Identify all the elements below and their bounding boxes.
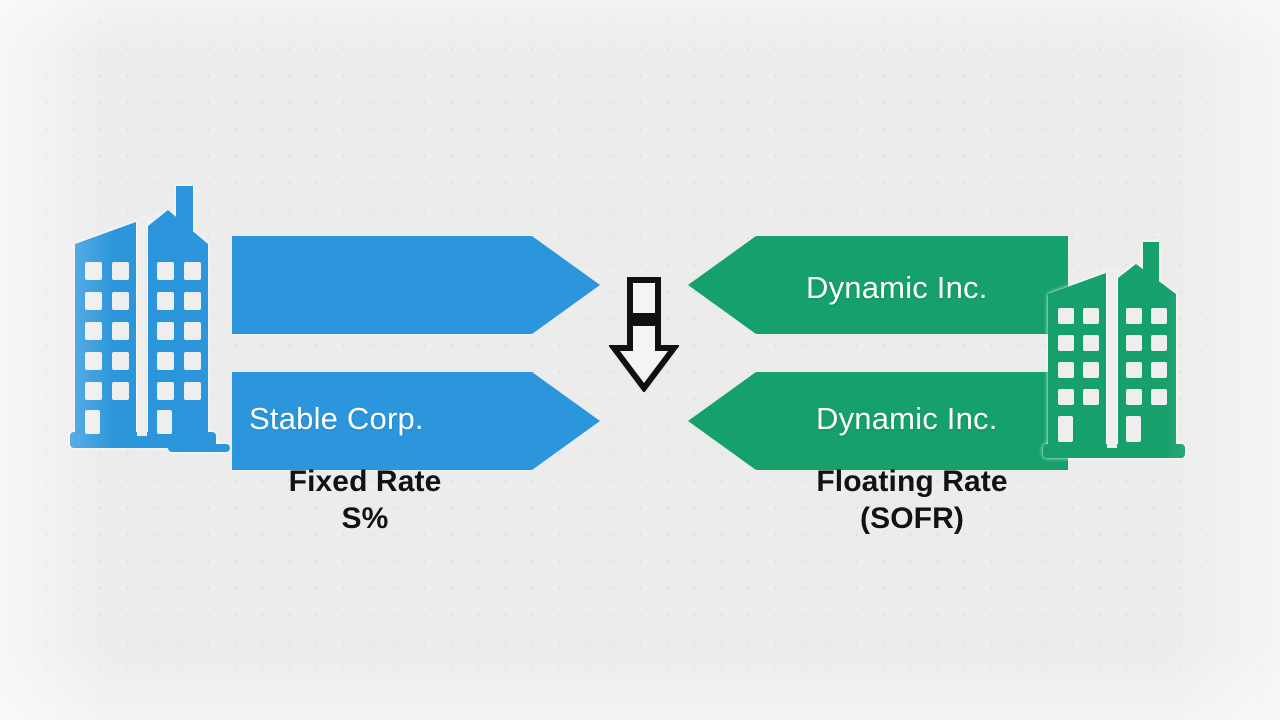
- office-building-icon-left: [70, 186, 230, 452]
- right-party-rate-caption: Floating Rate (SOFR): [772, 464, 1052, 537]
- arrow-shape-blue-top: [232, 236, 600, 334]
- office-building-icon-right: [1043, 242, 1185, 458]
- down-arrow-icon: [609, 277, 679, 392]
- arrow-left-to-right-top: [232, 236, 600, 334]
- left-party-rate-caption: Fixed Rate S%: [225, 464, 505, 537]
- right-caption-line-2: (SOFR): [860, 501, 964, 535]
- right-caption-line-1: Floating Rate: [816, 465, 1008, 498]
- right-party-name-label-top: Dynamic Inc.: [806, 270, 988, 305]
- down-arrow-outline: [609, 277, 679, 392]
- left-caption-line-2: S%: [341, 501, 389, 535]
- left-party-name-label: Stable Corp.: [249, 401, 424, 436]
- down-arrow-band: [628, 313, 660, 326]
- left-caption-line-1: Fixed Rate: [288, 465, 442, 498]
- right-party-name-label-bottom: Dynamic Inc.: [816, 401, 998, 436]
